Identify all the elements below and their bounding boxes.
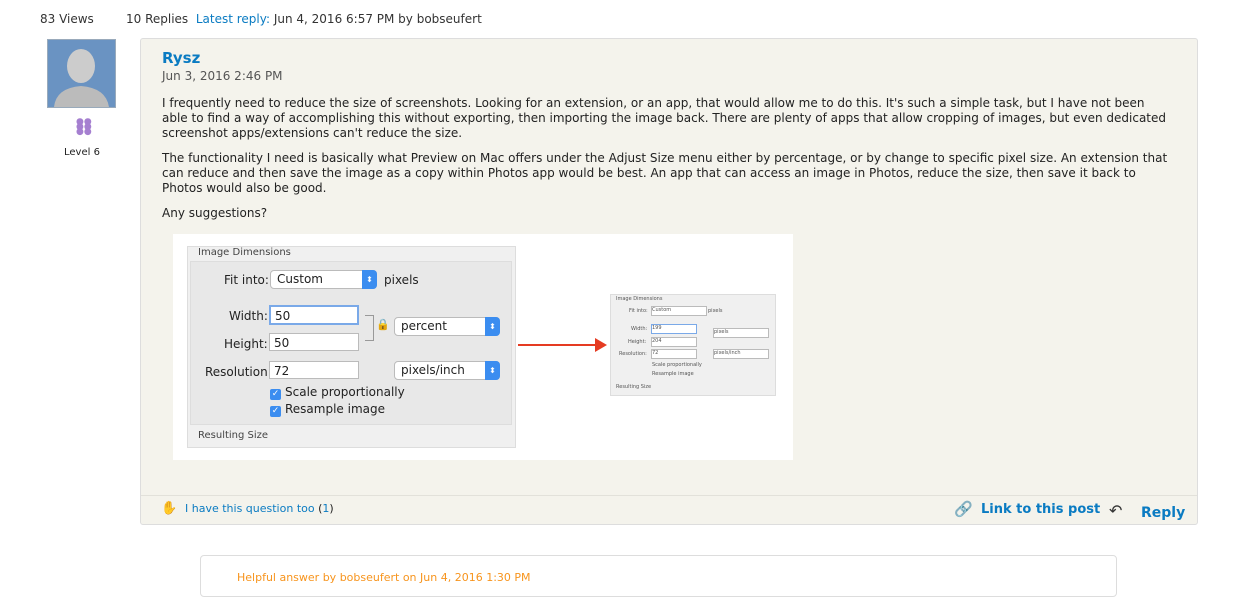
unit-select: percent⬍ bbox=[394, 317, 500, 336]
unit-select: pixels bbox=[713, 328, 769, 338]
width-field: 50 bbox=[269, 305, 359, 325]
fit-label: Fit into: bbox=[629, 308, 648, 314]
level-dots-icon: ●●●●●● bbox=[76, 117, 92, 137]
arrow-head-icon bbox=[595, 338, 607, 352]
next-post-header: Helpful answer by bobseufert on Jun 4, 2… bbox=[237, 571, 531, 584]
resulting-size: Resulting Size bbox=[616, 384, 652, 390]
link-icon: 🔗 bbox=[954, 500, 973, 518]
scale-checkbox: ✓Scale proportionally bbox=[270, 385, 405, 400]
height-field: 50 bbox=[269, 333, 359, 351]
reply-button[interactable]: Reply bbox=[1141, 505, 1186, 521]
post-body: I frequently need to reduce the size of … bbox=[162, 96, 1172, 231]
resolution-label: Resolution: bbox=[205, 365, 272, 379]
post-footer: ✋ I have this question too (1) 🔗 Link to… bbox=[141, 495, 1197, 525]
paragraph: Any suggestions? bbox=[162, 206, 268, 220]
fit-unit: pixels bbox=[708, 308, 723, 314]
resolution-label: Resolution: bbox=[619, 351, 647, 357]
latest-reply-value: Jun 4, 2016 6:57 PM by bobseufert bbox=[270, 12, 482, 26]
resample-checkbox: Resample image bbox=[652, 371, 694, 377]
width-label: Width: bbox=[631, 326, 648, 332]
replies-count: 10 Replies Latest reply: Jun 4, 2016 6:5… bbox=[126, 12, 482, 26]
resulting-size: Resulting Size bbox=[198, 430, 269, 441]
scale-checkbox: Scale proportionally bbox=[652, 362, 702, 368]
width-field: 199 bbox=[651, 324, 697, 334]
res-unit-select: pixels/inch⬍ bbox=[394, 361, 500, 380]
avatar[interactable] bbox=[47, 39, 116, 108]
section-title: Image Dimensions bbox=[616, 296, 663, 302]
latest-reply-link[interactable]: Latest reply: bbox=[195, 12, 271, 26]
resolution-field: 72 bbox=[269, 361, 359, 379]
height-field: 204 bbox=[651, 337, 697, 347]
image-dimensions-large: Image Dimensions Fit into: Custom⬍ pixel… bbox=[187, 246, 516, 448]
user-level: Level 6 bbox=[64, 147, 100, 158]
link-to-post[interactable]: Link to this post bbox=[981, 502, 1101, 517]
post-image[interactable]: Image Dimensions Fit into: Custom⬍ pixel… bbox=[173, 234, 793, 460]
post-author[interactable]: Rysz bbox=[162, 49, 201, 67]
reply-icon: ↶ bbox=[1109, 501, 1123, 520]
user-silhouette-icon bbox=[54, 49, 109, 107]
resolution-field: 72 bbox=[651, 349, 697, 359]
paragraph: I frequently need to reduce the size of … bbox=[162, 96, 1166, 140]
section-title: Image Dimensions bbox=[198, 247, 291, 258]
height-label: Height: bbox=[628, 339, 647, 345]
link-bracket bbox=[365, 315, 374, 341]
post-date: Jun 3, 2016 2:46 PM bbox=[162, 69, 283, 83]
image-dimensions-small: Image Dimensions Fit into: Custom pixels… bbox=[610, 294, 776, 396]
resample-checkbox: ✓Resample image bbox=[270, 402, 386, 417]
views-count: 83 Views bbox=[40, 12, 94, 26]
fit-select: Custom bbox=[651, 306, 707, 316]
paragraph: The functionality I need is basically wh… bbox=[162, 151, 1168, 195]
replies: 10 Replies bbox=[126, 12, 189, 26]
lock-icon: 🔒 bbox=[376, 318, 390, 331]
arrow-icon bbox=[518, 344, 598, 346]
res-unit-select: pixels/inch bbox=[713, 349, 769, 359]
height-label: Height: bbox=[224, 337, 268, 351]
next-post-card: Helpful answer by bobseufert on Jun 4, 2… bbox=[200, 555, 1117, 597]
question-too-button[interactable]: I have this question too (1) bbox=[185, 502, 334, 515]
post-card: Rysz Jun 3, 2016 2:46 PM I frequently ne… bbox=[140, 38, 1198, 525]
width-label: Width: bbox=[229, 309, 268, 323]
fit-select: Custom⬍ bbox=[270, 270, 377, 289]
fit-unit: pixels bbox=[384, 273, 419, 287]
fit-label: Fit into: bbox=[224, 273, 269, 287]
hand-icon: ✋ bbox=[161, 501, 178, 516]
